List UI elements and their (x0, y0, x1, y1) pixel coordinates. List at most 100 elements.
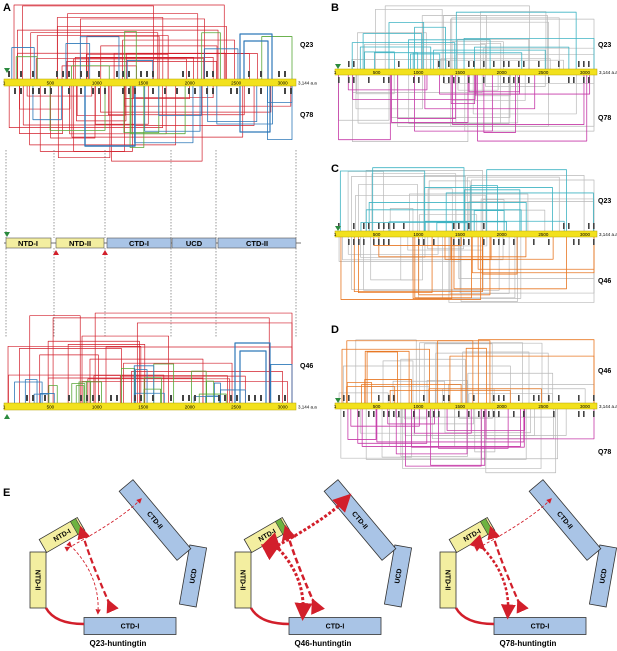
residue-label-mark (468, 239, 470, 245)
panel-label-b: B (331, 2, 339, 14)
crosslink-arc (84, 86, 136, 147)
residue-label-mark (563, 223, 565, 229)
crosslink-arc (8, 374, 165, 403)
residue-label-mark (368, 223, 370, 229)
residue-label-mark (458, 223, 460, 229)
crosslink-arc (67, 344, 146, 403)
crosslink-arc (239, 86, 271, 133)
residue-label-mark (44, 395, 46, 401)
residue-label-mark (388, 395, 390, 401)
crosslink-arc (65, 43, 91, 79)
panel-label-d: D (331, 324, 339, 336)
axis-tick-label: 1500 (455, 232, 466, 237)
residue-label-mark (503, 395, 505, 401)
axis-tick-label: 1500 (138, 405, 149, 410)
crosslink-arc (52, 317, 270, 403)
crosslink-arc (352, 75, 476, 100)
residue-label-mark (284, 71, 286, 77)
axis-tick-label: 3000 (580, 404, 591, 409)
crosslink-arc (143, 377, 162, 403)
crosslink-arc (411, 409, 525, 448)
crosslink-arc (418, 237, 491, 296)
crosslink-arc (392, 380, 445, 403)
residue-label-mark (26, 395, 28, 401)
crosslink-arc (363, 237, 500, 291)
domain-block-shape (234, 551, 252, 609)
crosslink-arc (29, 315, 81, 403)
residue-label-mark (588, 223, 590, 229)
residue-label-mark (194, 88, 196, 94)
residue-label-mark (176, 88, 178, 94)
residue-label-mark (473, 61, 475, 67)
label-d-upper: Q46 (598, 368, 611, 375)
crosslink-arc (395, 409, 468, 455)
residue-label-mark (513, 411, 515, 417)
panel-e-models: NTD-IINTD-ICTD-IUCDCTD-IIQ23-huntingtinN… (29, 479, 617, 648)
crosslink-arc (373, 237, 462, 246)
residue-label-mark (593, 239, 595, 245)
panel-label-c: C (331, 163, 339, 175)
crosslink-arc (474, 46, 570, 69)
axis-tick-label: 2500 (231, 405, 242, 410)
crosslink-arc (267, 86, 293, 103)
residue-label-mark (388, 77, 390, 83)
axis-tick-label: 2500 (538, 232, 549, 237)
residue-label-mark (478, 411, 480, 417)
residue-label-mark (578, 411, 580, 417)
residue-label-mark (128, 71, 130, 77)
crosslink-arc (206, 380, 215, 403)
residue-label-mark (583, 77, 585, 83)
residue-label-mark (116, 71, 118, 77)
residue-label-mark (68, 71, 70, 77)
crosslink-arc (67, 13, 199, 79)
crosslink-arc (86, 380, 92, 403)
domain-block: NTD-II (29, 551, 47, 609)
crosslink-arc (473, 210, 505, 231)
residue-label-mark (182, 395, 184, 401)
crosslink-arc (123, 362, 233, 403)
residue-label-mark (170, 395, 172, 401)
crosslink-arc (71, 86, 244, 138)
crosslink-arc (48, 385, 58, 403)
label-d-lower: Q78 (598, 449, 611, 456)
residue-label-mark (116, 395, 118, 401)
crosslink-arc (361, 409, 521, 447)
crosslink-arc (463, 37, 595, 69)
domain-ctd-ii-label: CTD-II (246, 239, 268, 248)
domain-block: NTD-II (439, 551, 457, 609)
residue-label-mark (448, 77, 450, 83)
crosslink-arc (400, 358, 466, 403)
residue-label-mark (353, 77, 355, 83)
domain-ucd (171, 237, 217, 249)
crosslink-arc (400, 409, 468, 457)
domain-block-label: CTD-I (121, 624, 140, 631)
residue-label-mark (182, 71, 184, 77)
crosslink-arc (124, 30, 137, 79)
crosslink-arc (364, 51, 395, 69)
crosslink-arc (455, 11, 577, 69)
crosslink-arc (438, 409, 509, 449)
crosslink-arc (360, 221, 453, 231)
crosslink-arc (66, 61, 217, 79)
crosslink-arc (470, 185, 498, 231)
crosslink-arc (395, 409, 557, 418)
domain-block: CTD-II (323, 479, 397, 561)
start-marker-icon (335, 64, 341, 69)
residue-label-mark (80, 71, 82, 77)
crosslink-arc (94, 312, 293, 403)
domain-ntd-ii-label: NTD-II (69, 239, 91, 248)
crosslink-arc (391, 75, 469, 123)
crosslink-arc (131, 371, 283, 403)
residue-label-mark (388, 411, 390, 417)
residue-label-mark (488, 411, 490, 417)
residue-label-mark (448, 61, 450, 67)
residue-label-mark (218, 395, 220, 401)
sequence-bar-a-top (3, 78, 297, 87)
crosslink-arc (443, 15, 548, 69)
residue-label-mark (533, 239, 535, 245)
axis-tick-label: 1000 (413, 70, 424, 75)
